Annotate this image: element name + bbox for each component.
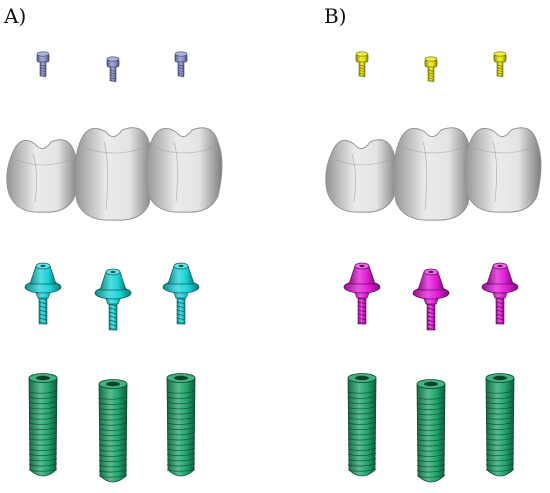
screw-icon — [174, 51, 188, 78]
implant-icon — [416, 379, 446, 483]
panel-b-label: B) — [324, 4, 347, 28]
abutment-icon — [162, 262, 200, 325]
implant-icon — [28, 373, 58, 477]
abutment-icon — [94, 268, 132, 331]
abutment-icon — [343, 262, 381, 325]
panel-b-drawing — [325, 51, 542, 483]
panel-a-label: A) — [4, 4, 27, 28]
abutment-icon — [24, 262, 62, 325]
abutment-icon — [412, 268, 450, 331]
screw-icon — [355, 51, 369, 78]
implant-icon — [485, 373, 515, 477]
implant-icon — [98, 379, 128, 483]
screw-icon — [424, 56, 438, 83]
abutment-icon — [481, 262, 519, 325]
screw-icon — [493, 51, 507, 78]
crown-icon — [6, 127, 223, 221]
implant-icon — [166, 373, 196, 477]
screw-icon — [36, 51, 50, 78]
screw-icon — [106, 56, 120, 83]
crown-icon — [325, 127, 542, 221]
implant-icon — [347, 373, 377, 477]
panel-a-drawing — [6, 51, 223, 483]
